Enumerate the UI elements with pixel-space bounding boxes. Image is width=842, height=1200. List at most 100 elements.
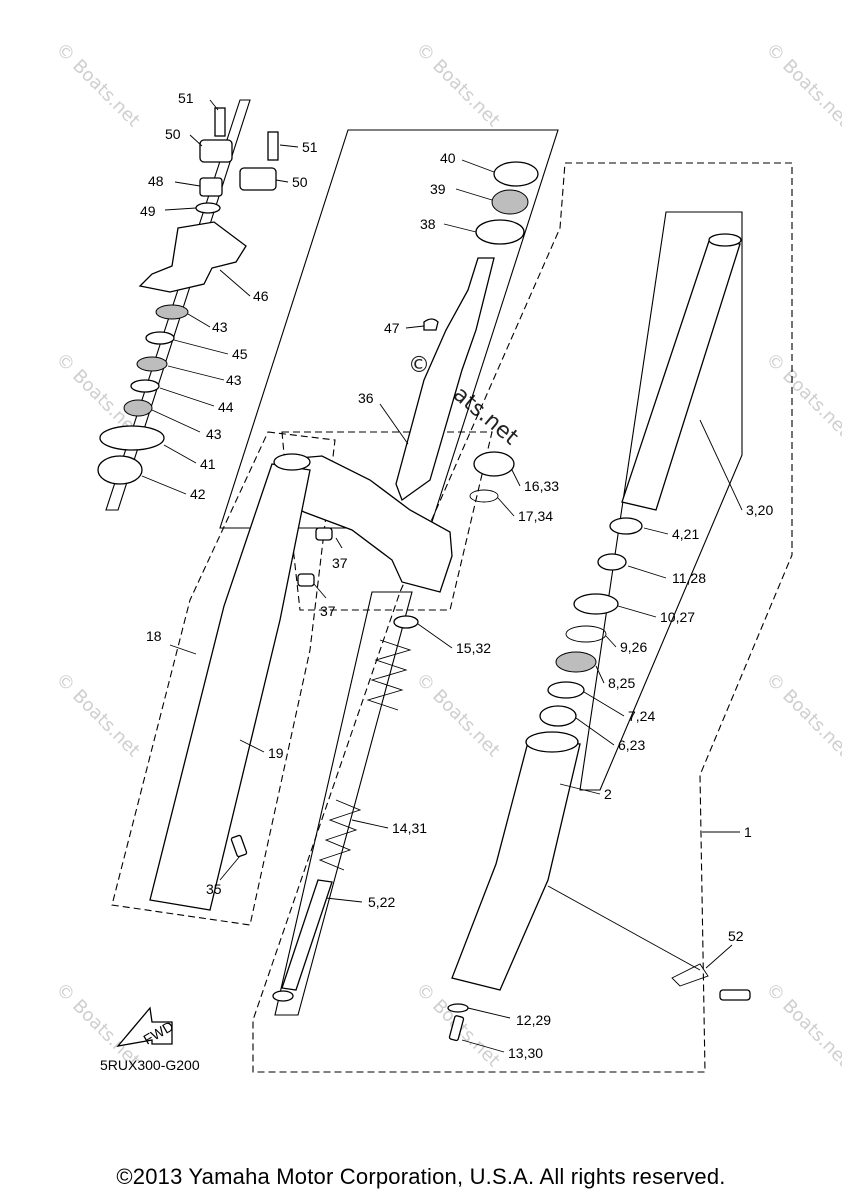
oring-17	[469, 489, 499, 503]
leader-line	[575, 717, 615, 746]
watermark-text: © Boats.net	[51, 39, 143, 131]
callout-38: 38	[420, 216, 436, 232]
watermark-text: © Boats.net	[761, 349, 842, 441]
copyright-notice: ©2013 Yamaha Motor Corporation, U.S.A. A…	[116, 1164, 726, 1189]
bolt-51a	[214, 107, 226, 137]
leader-line	[279, 144, 299, 148]
leader-lines	[141, 99, 743, 1053]
leader-line	[705, 944, 733, 969]
callout-15-32: 15,32	[456, 640, 491, 656]
bearing-42	[97, 455, 143, 485]
leader-line	[511, 469, 521, 487]
callout-3-20: 3,20	[746, 502, 773, 518]
leader-line	[547, 885, 701, 971]
race-40	[493, 161, 539, 187]
bolt-37a	[315, 527, 333, 541]
callout-37: 37	[332, 555, 348, 571]
bolt-35	[230, 834, 248, 858]
leader-line	[497, 497, 515, 517]
bolt-51b	[267, 131, 279, 161]
watermark-text: © Boats.net	[761, 979, 842, 1071]
washer-10	[573, 593, 619, 615]
holder-50a	[199, 139, 233, 163]
seal-41	[99, 425, 165, 451]
watermark-symbol: ©	[408, 353, 430, 378]
bushing-4	[609, 517, 643, 535]
spring-14	[366, 639, 412, 711]
callout-45: 45	[232, 346, 248, 362]
leader-line	[595, 665, 605, 684]
rod-end	[272, 990, 294, 1002]
callout-11-28: 11,28	[672, 570, 706, 586]
leader-line	[151, 409, 201, 433]
callout-4-21: 4,21	[672, 526, 699, 542]
callout-50: 50	[165, 126, 181, 142]
leader-line	[405, 325, 425, 329]
washer-12	[447, 1003, 469, 1013]
callout-5-22: 5,22	[368, 894, 395, 910]
callout-49: 49	[140, 203, 156, 219]
leader-line	[325, 897, 363, 903]
leader-line	[559, 783, 601, 795]
leader-line	[187, 313, 211, 328]
inner-parts	[272, 615, 419, 1002]
clip-9	[565, 625, 607, 643]
spring-14-lower	[318, 799, 362, 871]
callout-35: 35	[206, 881, 222, 897]
watermark-text: © Boats.net	[411, 669, 503, 761]
outer-tube-2	[451, 741, 581, 991]
handlebar-clamp-parts	[97, 107, 279, 485]
clip-47	[423, 318, 439, 331]
seal-38	[475, 219, 525, 245]
leader-line	[443, 223, 477, 233]
callout-51: 51	[302, 139, 318, 155]
cover-6	[539, 705, 577, 727]
callout-12-29: 12,29	[516, 1012, 551, 1028]
clip-52	[671, 963, 709, 987]
callout-9-26: 9,26	[620, 639, 647, 655]
seal-7	[547, 681, 585, 699]
watermark-text: © Boats.net	[51, 669, 143, 761]
leader-line	[239, 739, 265, 753]
leader-line	[164, 207, 197, 211]
outline-inner-parts	[274, 591, 413, 1016]
leader-line	[699, 419, 743, 511]
leader-line	[605, 635, 617, 648]
outer-tube-top	[525, 731, 579, 753]
inner-tube-3	[621, 237, 741, 511]
callout-42: 42	[190, 486, 206, 502]
leader-line	[219, 855, 241, 881]
callout-46: 46	[253, 288, 269, 304]
callout-14-31: 14,31	[392, 820, 427, 836]
leader-line	[209, 99, 219, 111]
fork-cap-18	[273, 453, 311, 471]
callout-52: 52	[728, 928, 744, 944]
under-bracket	[275, 455, 453, 593]
leader-line	[335, 537, 343, 549]
leader-line	[583, 691, 625, 717]
bolt-37b	[297, 573, 315, 587]
leader-line	[219, 269, 251, 297]
bushing-11	[597, 553, 627, 571]
callout-37: 37	[320, 603, 336, 619]
nut-43c	[123, 399, 153, 417]
leader-line	[163, 444, 197, 464]
outline-left-tube	[111, 431, 336, 926]
leader-line	[627, 565, 667, 579]
leader-line	[643, 527, 669, 535]
callout-36: 36	[358, 390, 374, 406]
leader-line	[617, 605, 657, 618]
callout-1: 1	[744, 824, 752, 840]
callout-2: 2	[604, 786, 612, 802]
outline-bracket	[281, 431, 493, 611]
leader-line	[174, 181, 201, 187]
diagram-code: 5RUX300-G200	[100, 1057, 200, 1073]
callout-13-30: 13,30	[508, 1045, 543, 1061]
leader-line	[455, 188, 493, 201]
leader-line	[141, 475, 187, 495]
leader-line	[467, 1007, 511, 1019]
callout-17-34: 17,34	[518, 508, 553, 524]
callout-43: 43	[212, 319, 228, 335]
leader-line	[167, 365, 225, 381]
